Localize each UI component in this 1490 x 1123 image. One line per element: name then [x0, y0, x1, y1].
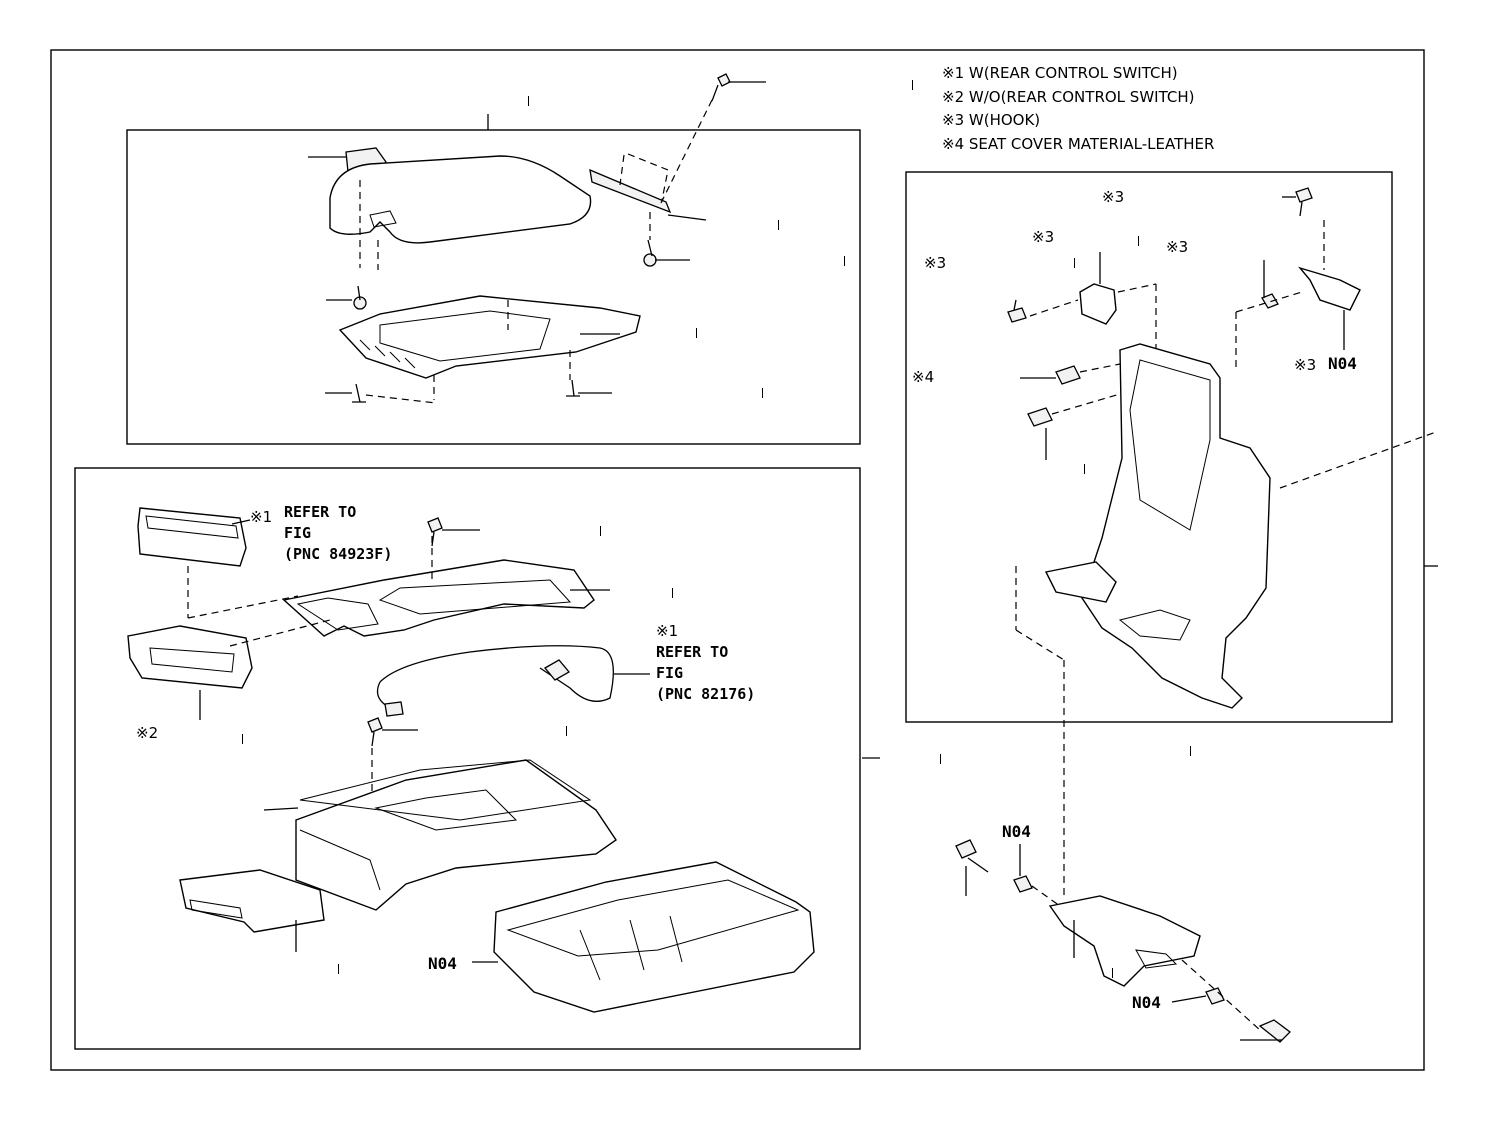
hook [1079, 283, 1117, 325]
armrest-lid [329, 155, 592, 244]
mark-hook-left: ※3 [1032, 228, 1055, 246]
tick [566, 726, 567, 736]
ref1-line3: (PNC 84923F) [284, 545, 393, 563]
console-lower-tray [493, 861, 815, 1013]
mark-switch: ※1 [250, 508, 273, 526]
mark-bracket: ※3 [1294, 356, 1317, 374]
armrest-base [338, 295, 641, 379]
hinge-plate [1048, 895, 1201, 987]
tick [762, 388, 763, 398]
tick [778, 220, 779, 230]
ref2-line2: FIG [656, 664, 684, 682]
tick [242, 734, 243, 744]
ref2-line3: (PNC 82176) [656, 685, 756, 703]
ref1-line2: FIG [284, 524, 312, 542]
tick [844, 256, 845, 266]
tick [672, 588, 673, 598]
wire-harness [376, 645, 614, 713]
outer-frame [50, 49, 1425, 1071]
mark-screw: ※3 [924, 254, 947, 272]
n04-nut-code: N04 [1002, 822, 1031, 841]
rear-control-switch [137, 507, 247, 567]
mark-harness: ※1 [656, 622, 679, 640]
tick [696, 328, 697, 338]
tick [940, 754, 941, 764]
tick [912, 80, 913, 90]
mark-leather: ※4 [912, 368, 935, 386]
tick [1190, 746, 1191, 756]
tick [528, 96, 529, 106]
mark-blank-cover: ※2 [136, 724, 159, 742]
console-hinge-frame [1081, 343, 1271, 709]
mark-hook-top: ※3 [1102, 188, 1125, 206]
mark-hook-right: ※3 [1166, 238, 1189, 256]
hook-bracket [1297, 266, 1361, 311]
note-2: ※2 W/O(REAR CONTROL SWITCH) [942, 88, 1195, 106]
n04-bracket-code: N04 [1328, 354, 1357, 373]
switch-blank-cover [127, 625, 253, 689]
upper-panel [282, 559, 595, 637]
note-4: ※4 SEAT COVER MATERIAL-LEATHER [942, 135, 1215, 153]
armrest-box [126, 129, 861, 445]
ref2-line1: REFER TO [656, 643, 729, 661]
tick [1112, 968, 1113, 978]
console-body [295, 759, 617, 911]
hook-box [905, 171, 1393, 723]
console-box [74, 467, 861, 1050]
tick [600, 526, 601, 536]
hinge-bracket [589, 168, 672, 214]
note-3: ※3 W(HOOK) [942, 111, 1041, 129]
tick [1084, 464, 1085, 474]
tick [338, 964, 339, 974]
note-1: ※1 W(REAR CONTROL SWITCH) [942, 64, 1178, 82]
n04-tray-code: N04 [428, 954, 457, 973]
ref1-line1: REFER TO [284, 503, 357, 521]
n04-bolt-code: N04 [1132, 993, 1161, 1012]
tick [1074, 258, 1075, 268]
tick [1138, 236, 1139, 246]
